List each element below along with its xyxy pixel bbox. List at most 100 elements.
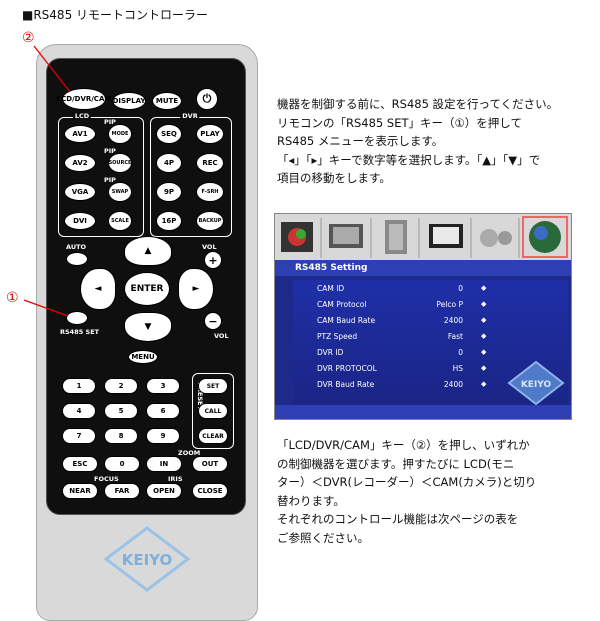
text-line: 「LCD/DVR/CAM」キー（②）を押し、いずれか (277, 438, 530, 452)
number-5-button[interactable]: 5 (104, 403, 138, 419)
keiyo-logo-text: KEIYO (122, 551, 173, 569)
esc-button[interactable]: ESC (62, 456, 98, 472)
av1-button[interactable]: AV1 (64, 125, 96, 143)
menu-row-value: Fast (447, 332, 463, 341)
vol-down-button[interactable]: − (204, 312, 222, 330)
screen-keiyo-logo-text: KEIYO (521, 380, 552, 390)
screen-bottom-bar (275, 405, 571, 419)
number-2-button[interactable]: 2 (104, 378, 138, 394)
page-heading: ■RS485 リモートコントローラー (22, 8, 209, 22)
text-line: ター）＜DVR(レコーダー）＜CAM(カメラ)と切り (277, 475, 537, 489)
f-srh-button[interactable]: F-SRH (196, 182, 224, 202)
text-line: 替わります。 (277, 493, 345, 508)
diamond-icon: ◆ (481, 284, 487, 292)
keiyo-logo-icon: KEIYO (104, 526, 190, 592)
menu-row-key: CAM ID (317, 284, 345, 293)
text-line: リモコンの「RS485 SET」キー（①）を押して (277, 115, 522, 130)
mute-button[interactable]: MUTE (152, 92, 182, 110)
menu-row: CAM Baud Rate 2400 ◆ (293, 316, 568, 330)
right-arrow-button[interactable]: ► (178, 268, 214, 310)
vol-up-label: VOL (202, 243, 217, 251)
text-line: RS485 メニューを表示します。 (277, 134, 444, 148)
source-button[interactable]: SOURCE (108, 153, 132, 173)
screen-title: RS485 Setting (275, 260, 571, 276)
menu-row-value: 0 (458, 348, 463, 357)
menu-row-value: Pelco P (436, 300, 463, 309)
zoom-label: ZOOM (178, 449, 201, 457)
text-line: 機器を制御する前に、RS485 設定を行ってください。 (277, 97, 559, 111)
play-button[interactable]: PLAY (196, 124, 224, 144)
number-9-button[interactable]: 9 (146, 428, 180, 444)
menu-row-key: DVR ID (317, 348, 344, 357)
pip-label: PIP (104, 118, 116, 126)
up-arrow-button[interactable]: ▲ (124, 236, 172, 266)
mode-button[interactable]: MODE (108, 124, 132, 144)
9p-button[interactable]: 9P (156, 182, 182, 202)
set-button[interactable]: SET (198, 378, 228, 394)
vol-up-button[interactable]: + (204, 251, 222, 269)
rs485-set-label: RS485 SET (60, 328, 100, 336)
clear-button[interactable]: CLEAR (198, 428, 228, 444)
diamond-icon: ◆ (481, 300, 487, 308)
vga-button[interactable]: VGA (64, 183, 96, 201)
number-7-button[interactable]: 7 (62, 428, 96, 444)
far-button[interactable]: FAR (104, 483, 140, 499)
display-button[interactable]: DISPLAY (112, 92, 146, 110)
swap-button[interactable]: SWAP (108, 182, 132, 202)
16p-button[interactable]: 16P (156, 211, 182, 231)
menu-row-value: 2400 (443, 380, 463, 389)
call-button[interactable]: CALL (198, 403, 228, 419)
open-button[interactable]: OPEN (146, 483, 182, 499)
text-line: 項目の移動をします。 (277, 171, 391, 185)
near-button[interactable]: NEAR (62, 483, 98, 499)
0-button[interactable]: 0 (104, 456, 140, 472)
lcd-dvr-cam-button[interactable]: LCD/DVR/CAM (57, 88, 111, 110)
scale-button[interactable]: SCALE (108, 211, 132, 231)
number-4-button[interactable]: 4 (62, 403, 96, 419)
auto-button[interactable] (66, 252, 88, 266)
menu-row-value: 2400 (443, 316, 463, 325)
menu-row: DVR ID 0 ◆ (293, 348, 568, 362)
menu-row-key: DVR PROTOCOL (317, 364, 377, 373)
preset-box (192, 373, 234, 449)
number-1-button[interactable]: 1 (62, 378, 96, 394)
down-arrow-button[interactable]: ▼ (124, 312, 172, 342)
rec-button[interactable]: REC (196, 153, 224, 173)
av2-button[interactable]: AV2 (64, 154, 96, 172)
in-button[interactable]: IN (146, 456, 182, 472)
menu-row-value: 0 (458, 284, 463, 293)
callout-1: ① (6, 290, 19, 306)
diamond-icon: ◆ (481, 332, 487, 340)
number-3-button[interactable]: 3 (146, 378, 180, 394)
close-button[interactable]: CLOSE (192, 483, 228, 499)
backup-button[interactable]: BACKUP (196, 211, 224, 231)
left-arrow-button[interactable]: ◄ (80, 268, 116, 310)
power-button[interactable]: ⏻ (196, 88, 218, 110)
seq-button[interactable]: SEQ (156, 124, 182, 144)
out-button[interactable]: OUT (192, 456, 228, 472)
number-6-button[interactable]: 6 (146, 403, 180, 419)
diamond-icon: ◆ (481, 380, 487, 388)
number-8-button[interactable]: 8 (104, 428, 138, 444)
instruction-paragraph-top: 機器を制御する前に、RS485 設定を行ってください。 リモコンの「RS485 … (277, 95, 558, 188)
text-line: それぞれのコントロール機能は次ページの表を (277, 512, 519, 526)
menu-row-key: PTZ Speed (317, 332, 358, 341)
callout-2-line (33, 45, 71, 93)
instruction-paragraph-bottom: 「LCD/DVR/CAM」キー（②）を押し、いずれか の制御機器を選びます。押す… (277, 436, 536, 547)
diamond-icon: ◆ (481, 316, 487, 324)
menu-row-key: CAM Baud Rate (317, 316, 376, 325)
rs485-set-button[interactable] (66, 311, 88, 325)
focus-label: FOCUS (94, 475, 119, 483)
4p-button[interactable]: 4P (156, 153, 182, 173)
menu-button[interactable]: MENU (128, 350, 158, 364)
dvi-button[interactable]: DVI (64, 212, 96, 230)
text-line: の制御機器を選びます。押すたびに LCD(モニ (277, 456, 515, 471)
callout-2: ② (22, 30, 35, 46)
menu-row-key: DVR Baud Rate (317, 380, 375, 389)
diamond-icon: ◆ (481, 364, 487, 372)
diamond-icon: ◆ (481, 348, 487, 356)
text-line: ご参照ください。 (277, 530, 369, 545)
enter-button[interactable]: ENTER (124, 272, 170, 306)
